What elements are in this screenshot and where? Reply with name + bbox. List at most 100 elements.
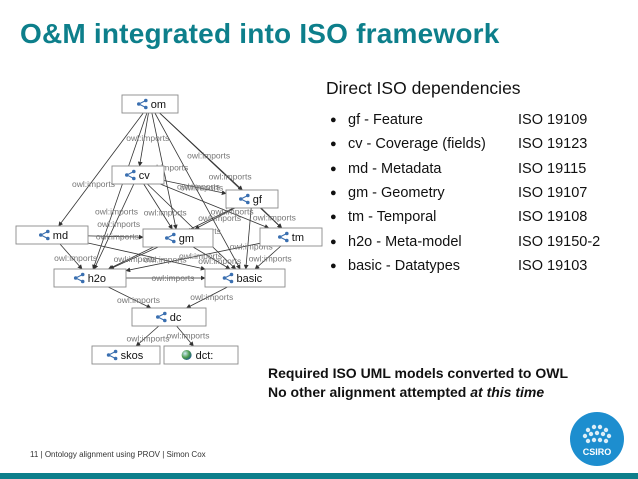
- bullet-icon: ●: [330, 211, 337, 224]
- graph-node-cv[interactable]: cv: [111, 165, 165, 185]
- edge-label: owl:imports: [151, 273, 194, 283]
- node-box: [225, 189, 279, 209]
- import-edge-md-h2o: [59, 243, 83, 270]
- graph-edge-labels: owl:importsowl:importsowl:importsowl:imp…: [54, 133, 296, 344]
- import-edge-h2o-dc: [108, 286, 152, 309]
- graph-node-dc[interactable]: dc: [131, 307, 207, 327]
- ontology-node-icon: [39, 229, 50, 241]
- node-label: cv: [139, 170, 151, 182]
- node-label: om: [151, 99, 166, 111]
- dependency-standard: ISO 19115: [518, 160, 587, 177]
- graph-node-md[interactable]: md: [15, 225, 89, 245]
- dependency-description: cv - Coverage (fields): [348, 136, 486, 153]
- ontology-node-icon: [278, 231, 289, 243]
- footer-text: 11 | Ontology alignment using PROV | Sim…: [30, 450, 206, 459]
- ontology-node-icon: [137, 98, 148, 110]
- node-box: [163, 345, 239, 365]
- node-label: md: [53, 230, 68, 242]
- dependency-item: ●cv - Coverage (fields)ISO 19123: [330, 132, 600, 156]
- import-edge-om-h2o: [92, 112, 148, 270]
- edge-label: owl:imports: [144, 207, 187, 217]
- edge-label: owl:imports: [249, 254, 292, 264]
- dependency-standard: ISO 19108: [518, 209, 588, 226]
- import-edge-om-cv: [137, 112, 149, 167]
- edge-label: owl:imports: [190, 292, 233, 302]
- import-edge-dc-skos: [135, 325, 160, 347]
- edge-label: owl:imports: [126, 133, 169, 143]
- import-edge-cv-gf: [163, 180, 227, 196]
- edge-label: owl:imports: [54, 253, 97, 263]
- import-edge-dc-dct: [176, 325, 194, 347]
- edge-label: owl:imports: [179, 251, 222, 261]
- dependency-description: basic - Datatypes: [348, 257, 461, 274]
- node-box: [15, 225, 89, 245]
- ontology-node-icon: [222, 272, 234, 284]
- import-edge-cv-gm: [143, 183, 173, 230]
- bullet-icon: ●: [330, 235, 337, 248]
- import-edge-gf-gm: [194, 207, 236, 230]
- node-box: [121, 94, 179, 114]
- dependency-standard: ISO 19107: [518, 185, 588, 202]
- dependency-description: gm - Geometry: [348, 185, 445, 202]
- ontology-node-icon: [165, 232, 176, 244]
- graph-node-skos[interactable]: skos: [91, 345, 161, 365]
- edge-label: owl:imports: [117, 295, 160, 305]
- graph-nodes: om cv gf md gm tm h2o basic dc skos dct:: [15, 94, 323, 365]
- graph-node-tm[interactable]: tm: [259, 227, 323, 247]
- edge-label: owl:imports: [177, 181, 220, 191]
- edge-label: owl:imports: [166, 330, 209, 340]
- graph-node-om[interactable]: om: [121, 94, 179, 114]
- edge-label: owl:imports: [114, 254, 157, 264]
- edge-label: owl:imports: [180, 183, 223, 193]
- node-box: [259, 227, 323, 247]
- import-edge-gf-tm: [260, 207, 283, 229]
- csiro-logo: CSIRO: [570, 412, 624, 466]
- import-edge-cv-tm: [160, 183, 270, 229]
- ontology-node-icon: [125, 169, 136, 181]
- bullet-icon: ●: [330, 114, 337, 127]
- graph-node-h2o[interactable]: h2o: [53, 268, 127, 288]
- import-edge-tm-h2o: [125, 242, 261, 273]
- bullet-icon: ●: [330, 162, 337, 175]
- import-edge-md-basic: [87, 242, 206, 271]
- node-label: dct:: [196, 350, 214, 362]
- note-line-2: No other alignment attempted at this tim…: [268, 383, 568, 402]
- node-label: skos: [121, 350, 144, 362]
- import-edge-basic-dc: [186, 286, 228, 309]
- graph-node-basic[interactable]: basic: [204, 268, 286, 288]
- edge-label: owl:imports: [95, 206, 138, 216]
- edge-label: owl:imports: [72, 179, 115, 189]
- graph-node-gf[interactable]: gf: [225, 189, 279, 209]
- edge-label: owl:imports: [253, 212, 296, 222]
- node-label: h2o: [88, 273, 106, 285]
- graph-node-dct[interactable]: dct:: [163, 345, 239, 365]
- node-label: dc: [170, 312, 182, 324]
- edge-label: owl:imports: [144, 254, 187, 264]
- import-edge-om-md: [58, 112, 144, 227]
- note-line-1: Required ISO UML models converted to OWL: [268, 365, 568, 381]
- ontology-node-icon: [156, 311, 167, 323]
- node-box: [131, 307, 207, 327]
- graph-node-gm[interactable]: gm: [142, 228, 214, 248]
- import-edge-gf-basic: [243, 207, 252, 270]
- dependency-description: gf - Feature: [348, 112, 423, 129]
- import-edge-gm-h2o: [109, 246, 159, 270]
- import-edge-gm-basic: [192, 246, 231, 270]
- dependency-item: ● tm - Temporal ISO 19108: [330, 205, 600, 229]
- globe-icon: [181, 350, 192, 360]
- node-box: [91, 345, 161, 365]
- import-edge-tm-basic: [254, 245, 282, 270]
- edge-label: owl:imports: [127, 334, 170, 344]
- dependency-description: tm - Temporal: [348, 209, 437, 226]
- edge-label: owl:imports: [230, 241, 273, 251]
- dependency-standard: ISO 19150-2: [518, 233, 601, 250]
- node-box: [204, 268, 286, 288]
- bullet-icon: ●: [330, 138, 337, 151]
- note-line-2-emphasis: at this time: [470, 384, 545, 400]
- dependency-standard: ISO 19103: [518, 257, 588, 274]
